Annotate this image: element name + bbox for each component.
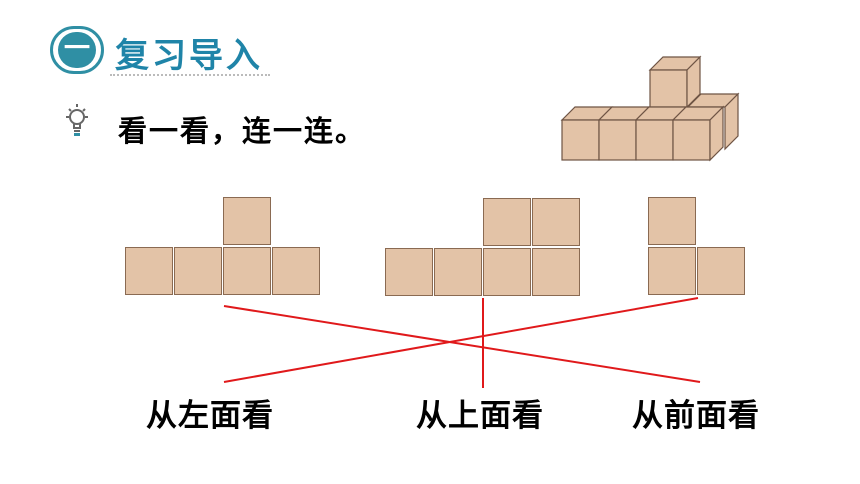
view-a-cube bbox=[125, 247, 173, 295]
view-b-cube bbox=[532, 248, 580, 296]
view-shape-a[interactable] bbox=[125, 197, 325, 297]
view-b-cube bbox=[483, 248, 531, 296]
connector-line bbox=[223, 297, 699, 383]
view-b-cube bbox=[385, 248, 433, 296]
view-b-cube bbox=[483, 198, 531, 246]
connector-line bbox=[223, 305, 701, 383]
cube-structure-3d bbox=[560, 55, 740, 162]
title-underline bbox=[110, 74, 270, 76]
view-a-cube bbox=[272, 247, 320, 295]
view-b-cube bbox=[532, 198, 580, 246]
view-a-cube bbox=[223, 247, 271, 295]
section-title: 复习导入 bbox=[115, 36, 263, 76]
label-front-view[interactable]: 从前面看 bbox=[632, 398, 760, 434]
section-number-badge: 一 bbox=[58, 32, 96, 68]
lightbulb-icon bbox=[66, 104, 88, 136]
view-c-cube bbox=[697, 247, 745, 295]
view-b-cube bbox=[434, 248, 482, 296]
view-a-cube bbox=[174, 247, 222, 295]
view-a-cube bbox=[223, 197, 271, 245]
view-c-cube bbox=[648, 247, 696, 295]
view-shape-b[interactable] bbox=[385, 198, 585, 298]
label-left-view[interactable]: 从左面看 bbox=[146, 398, 274, 434]
view-shape-c[interactable] bbox=[648, 197, 748, 297]
view-c-cube bbox=[648, 197, 696, 245]
label-top-view[interactable]: 从上面看 bbox=[416, 398, 544, 434]
instruction-text: 看一看，连一连。 bbox=[118, 114, 367, 148]
